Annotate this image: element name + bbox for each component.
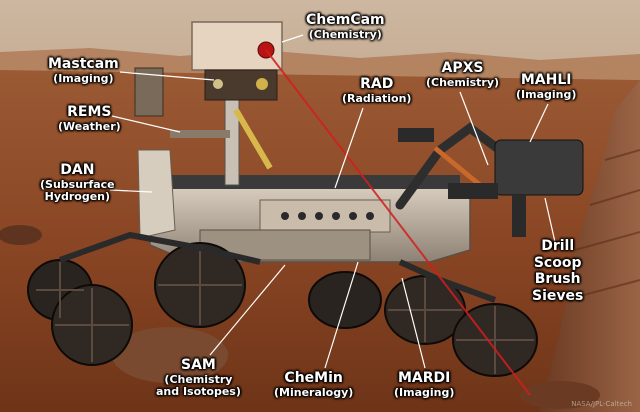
label-tool-brush: Brush — [534, 271, 581, 288]
label-tool-scoop: Scoop — [533, 254, 582, 271]
label-tool-drill: Drill — [541, 238, 575, 254]
label-rad-sub: (Radiation) — [342, 91, 412, 105]
label-mahli-sub: (Imaging) — [516, 87, 577, 101]
label-mardi: MARDI (Imaging) — [394, 370, 454, 399]
label-mahli: MAHLI (Imaging) — [516, 72, 576, 101]
chemcam-laser-beam — [265, 49, 531, 396]
label-chemin: CheMin (Mineralogy) — [274, 370, 353, 399]
label-tool-sieves: Sieves — [532, 287, 584, 304]
arm-tool-apxs — [448, 183, 498, 199]
label-rad: RAD (Radiation) — [342, 76, 411, 105]
label-apxs: APXS (Chemistry) — [426, 60, 499, 89]
mastcam-lens-1 — [213, 79, 223, 89]
image-credit: NASA/JPL-Caltech — [571, 400, 632, 408]
arm-turret — [494, 139, 584, 196]
label-chemin-sub: (Mineralogy) — [274, 385, 354, 399]
label-mardi-name: MARDI — [398, 370, 451, 386]
label-apxs-name: APXS — [441, 60, 484, 76]
robotic-arm-tape — [433, 146, 482, 187]
label-chemcam-name: ChemCam — [306, 12, 385, 28]
label-chemcam: ChemCam (Chemistry) — [306, 12, 385, 41]
wheel-treads — [36, 245, 534, 374]
label-apxs-sub: (Chemistry) — [426, 75, 500, 89]
cliff-strata — [564, 149, 640, 301]
label-dan-sub-1: (Subsurface — [40, 177, 115, 191]
label-chemcam-sub: (Chemistry) — [308, 27, 382, 41]
label-mastcam-sub: (Imaging) — [53, 71, 114, 85]
label-sam-sub-1: (Chemistry — [164, 372, 233, 386]
label-rad-name: RAD — [360, 76, 394, 92]
label-rems-sub: (Weather) — [58, 119, 121, 133]
label-sam-sub-2: and Isotopes) — [156, 385, 241, 399]
label-sam: SAM (Chemistry and Isotopes) — [156, 357, 241, 399]
rock-small — [520, 381, 600, 409]
rover-deck-top — [170, 175, 460, 189]
mastcam-lens-2 — [256, 78, 268, 90]
label-mastcam: Mastcam (Imaging) — [48, 56, 119, 85]
rover-side-holes — [281, 212, 374, 220]
leader-lines — [109, 34, 556, 369]
label-dan-sub-2: Hydrogen) — [44, 190, 111, 204]
label-mahli-name: MAHLI — [520, 72, 572, 88]
arm-tool-drill — [512, 195, 526, 237]
rover-mast — [224, 94, 240, 186]
label-sam-name: SAM — [181, 357, 216, 373]
rover-mast-brace — [233, 108, 273, 170]
label-mardi-sub: (Imaging) — [394, 385, 455, 399]
label-mastcam-name: Mastcam — [48, 56, 119, 72]
label-chemin-name: CheMin — [284, 370, 343, 386]
label-rems-name: REMS — [67, 104, 112, 120]
rems-boom — [170, 130, 230, 138]
rover-rtg — [137, 149, 176, 239]
arm-tool-left — [398, 128, 434, 142]
label-arm-tools: Drill Scoop Brush Sieves — [532, 238, 583, 304]
rock-left — [0, 225, 42, 245]
rover-rtg-fins — [134, 67, 164, 117]
label-dan-name: DAN — [60, 162, 95, 178]
rover-suspension — [58, 231, 497, 303]
foreground-rock — [112, 327, 228, 383]
label-dan: DAN (Subsurface Hydrogen) — [40, 162, 115, 204]
label-rems: REMS (Weather) — [58, 104, 121, 133]
